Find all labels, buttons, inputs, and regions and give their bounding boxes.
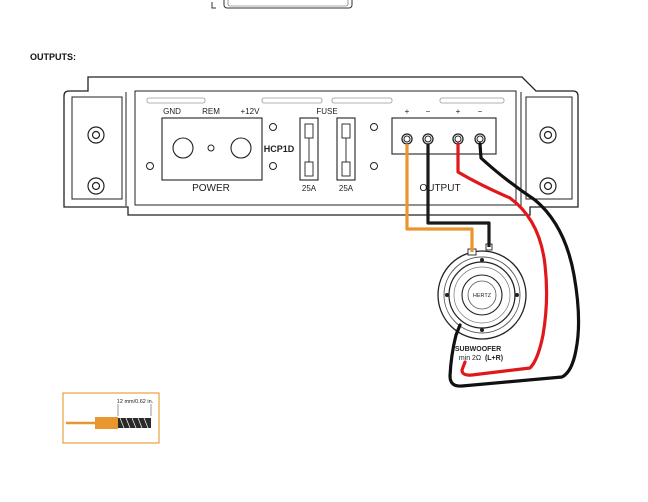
gnd-terminal — [172, 137, 194, 159]
screw-icon — [480, 328, 484, 332]
impedance-label: min 2Ω — [459, 355, 481, 362]
fuse-icon — [299, 117, 319, 181]
vent-slot — [331, 97, 393, 104]
output-polarity-4: − — [478, 107, 483, 116]
power-terminal-block: GND REM +12V POWER — [161, 107, 263, 194]
output-label: OUTPUT — [419, 183, 460, 194]
top-partial-graphic — [211, 0, 353, 9]
fuse-label: FUSE — [316, 107, 337, 116]
screw-icon — [269, 123, 277, 131]
vent-slot — [261, 97, 323, 104]
mounting-hole — [539, 177, 557, 195]
channels-label: (L+R) — [485, 355, 503, 362]
wire-negative-left — [426, 144, 491, 247]
subwoofer: HERTZ — [437, 243, 527, 340]
wire-strip-inset: 12 mm/0.62 in. — [62, 392, 160, 444]
cone-brand-label: HERTZ — [473, 293, 492, 299]
mounting-hole — [539, 126, 557, 144]
screw-icon — [269, 162, 277, 170]
fuse-rating-1: 25A — [302, 184, 317, 193]
screw-icon — [370, 123, 378, 131]
wire-insulation — [95, 417, 118, 429]
fuse-rating-2: 25A — [339, 184, 354, 193]
12v-label: +12V — [241, 107, 261, 116]
amplifier: GND REM +12V POWER FUSE HCP1D 25A 25A — [63, 76, 579, 216]
mounting-hole — [87, 177, 105, 195]
subwoofer-label: SUBWOOFER — [455, 346, 501, 353]
output-polarity-1: + — [405, 107, 410, 116]
model-label: HCP1D — [264, 144, 295, 154]
output-polarity-3: + — [456, 107, 461, 116]
wire-negative-right — [448, 142, 581, 388]
rem-terminal — [207, 144, 215, 152]
output-polarity-2: − — [426, 107, 431, 116]
vent-slot — [146, 97, 206, 104]
strip-length-label: 12 mm/0.62 in. — [117, 399, 154, 405]
screw-icon — [445, 293, 449, 297]
wire-positive-right — [456, 142, 549, 377]
fuse-icon — [336, 117, 356, 181]
screw-icon — [515, 293, 519, 297]
screw-icon — [480, 258, 484, 262]
screw-icon — [146, 162, 154, 170]
wire-positive-left — [405, 144, 474, 252]
vent-slot — [439, 97, 505, 104]
power-label: POWER — [192, 183, 230, 194]
12v-terminal — [230, 137, 252, 159]
rem-label: REM — [202, 107, 220, 116]
wires — [405, 142, 581, 388]
stripped-conductor — [118, 418, 151, 428]
screw-icon — [370, 162, 378, 170]
section-title: OUTPUTS: — [30, 52, 76, 62]
mounting-hole — [87, 126, 105, 144]
gnd-label: GND — [163, 107, 181, 116]
